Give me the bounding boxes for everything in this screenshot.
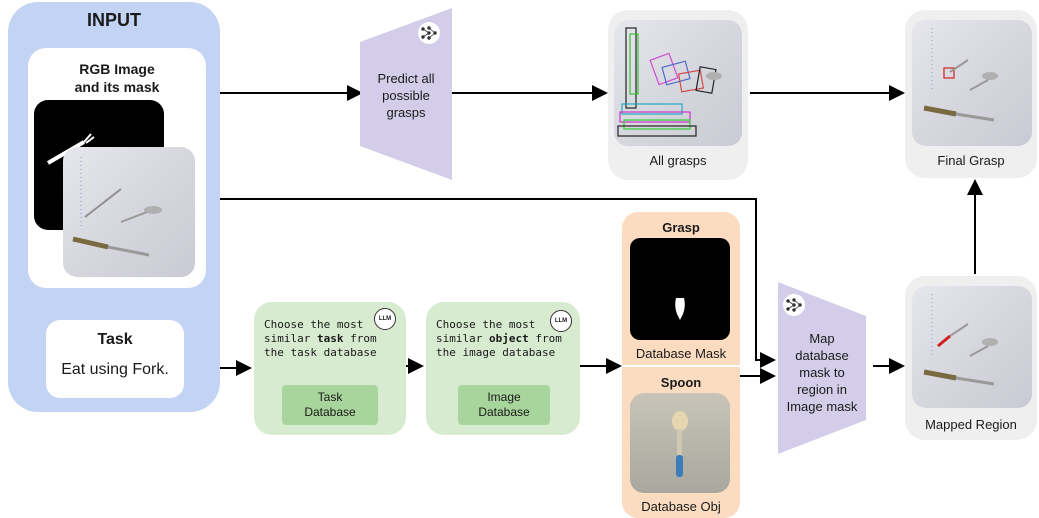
predict-grasps-block — [360, 8, 452, 180]
final-grasp-caption: Final Grasp — [937, 153, 1005, 168]
llm-icon: LLM — [550, 310, 572, 332]
spoon-title: Spoon — [660, 375, 702, 390]
mapped-region-image — [912, 286, 1032, 408]
object-selection-text: Choose the most similar object from the … — [436, 318, 562, 359]
task-selection-text: Choose the most similar task from the ta… — [264, 318, 377, 359]
map-region-block — [778, 282, 866, 454]
all-grasps-overlay — [617, 27, 722, 137]
database-divider — [622, 365, 740, 367]
llm-icon: LLM — [374, 308, 396, 330]
all-grasps-image — [614, 20, 742, 146]
database-obj-caption: Database Obj — [641, 499, 721, 514]
final-grasp-scene — [923, 28, 998, 122]
mapped-region-scene — [923, 294, 998, 386]
final-grasp-image — [912, 20, 1032, 146]
input-title: INPUT — [87, 10, 141, 30]
database-obj-image — [630, 393, 730, 493]
neural-network-icon — [783, 294, 805, 316]
grasp-title: Grasp — [662, 220, 700, 235]
rgb-scene — [72, 157, 162, 257]
database-mask-image — [630, 238, 730, 340]
task-text: Eat using Fork. — [61, 361, 169, 378]
database-mask-shape — [675, 298, 685, 320]
mapped-region-caption: Mapped Region — [925, 417, 1017, 432]
task-title: Task — [97, 331, 133, 348]
rgb-image — [63, 147, 195, 277]
rgb-image-title: RGB Image and its mask — [74, 61, 160, 95]
task-card — [46, 320, 184, 398]
neural-network-icon — [418, 22, 440, 44]
spoon-photo — [672, 411, 688, 477]
database-mask-caption: Database Mask — [635, 346, 727, 361]
all-grasps-caption: All grasps — [649, 153, 707, 168]
